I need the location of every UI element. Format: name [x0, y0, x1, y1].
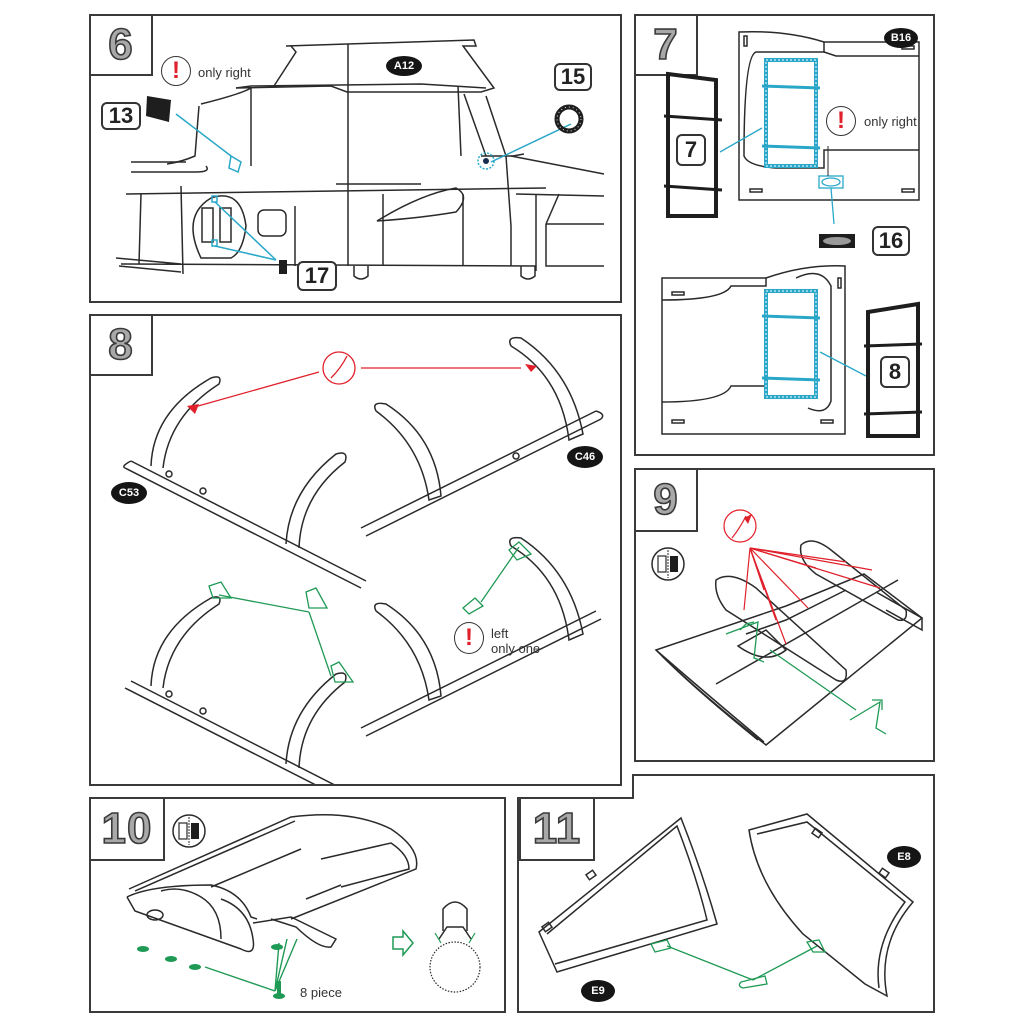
step-11-panel: 11 E9 E8 — [517, 774, 935, 1013]
step-10-panel: 10 — [89, 797, 506, 1013]
part-badge-c46: C46 — [567, 446, 603, 468]
warning-text-line2: only one — [491, 641, 541, 656]
warning-text: only right — [864, 114, 917, 129]
part-badge-e9: E9 — [581, 980, 615, 1002]
part-number-13: 13 — [101, 102, 141, 130]
warning-text: only right — [198, 65, 251, 80]
exclamation-icon: ! — [826, 106, 856, 136]
landing-skids-drawing — [123, 336, 604, 784]
step-6-panel: 6 — [89, 14, 622, 303]
step-number-9: 9 — [636, 470, 698, 532]
fuselage-drawing — [115, 39, 605, 280]
warning-text-line1: left — [491, 626, 509, 641]
part-badge-c53: C53 — [111, 482, 147, 504]
part-number-7: 7 — [676, 134, 706, 166]
step-number-8: 8 — [91, 316, 153, 376]
step-number-6: 6 — [91, 16, 153, 76]
part-badge-a12: A12 — [386, 56, 422, 76]
step-9-panel: 9 — [634, 468, 935, 762]
part-number-8: 8 — [880, 356, 910, 388]
step-8-panel: 8 — [89, 314, 622, 786]
part-number-15: 15 — [554, 63, 592, 91]
door-photoetch-drawing — [661, 30, 923, 438]
exclamation-icon: ! — [161, 56, 191, 86]
step-number-10: 10 — [91, 799, 165, 861]
part-badge-b16: B16 — [884, 28, 918, 48]
step-7-panel: 7 — [634, 14, 935, 456]
outline-arrow-right-icon — [392, 928, 414, 958]
step-number-11: 11 — [519, 799, 595, 861]
step-11-frame — [517, 774, 935, 1013]
exclamation-icon: ! — [454, 622, 484, 654]
part-number-16: 16 — [872, 226, 910, 256]
half-filled-square-icon — [651, 547, 685, 581]
quantity-text: 8 piece — [300, 985, 342, 1000]
wing-stub-drawing — [651, 509, 924, 746]
part-badge-e8: E8 — [887, 846, 921, 868]
part-number-17: 17 — [297, 261, 337, 291]
half-filled-square-icon — [172, 814, 206, 848]
wing-underside-drawing — [126, 813, 481, 999]
step-number-7: 7 — [636, 16, 698, 76]
